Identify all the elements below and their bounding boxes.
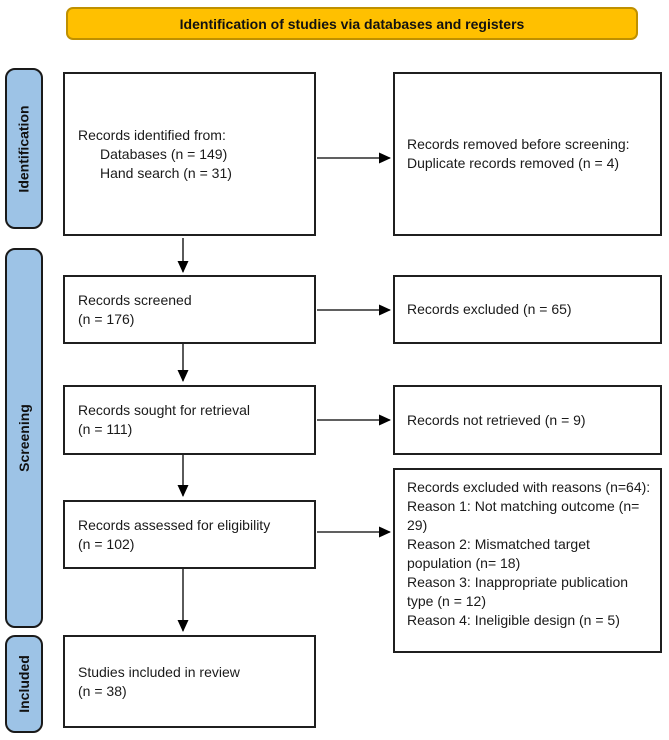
box-line: Hand search (n = 31) bbox=[100, 164, 232, 181]
box-line: Records removed before screening: bbox=[407, 136, 630, 152]
box-records-excluded-reasons: Records excluded with reasons (n=64): Re… bbox=[393, 468, 662, 653]
box-studies-included: Studies included in review (n = 38) bbox=[63, 635, 316, 728]
box-line: Reason 2: Mismatched target population (… bbox=[407, 536, 590, 571]
box-line: Records sought for retrieval bbox=[78, 402, 250, 418]
stage-label-screening: Screening bbox=[5, 248, 43, 628]
box-line: (n = 102) bbox=[78, 535, 135, 552]
box-line: (n = 176) bbox=[78, 310, 135, 327]
box-line: Records excluded with reasons (n=64): bbox=[407, 479, 651, 495]
stage-label-included: Included bbox=[5, 635, 43, 733]
box-records-assessed: Records assessed for eligibility (n = 10… bbox=[63, 500, 316, 569]
box-line: Reason 4: Ineligible design (n = 5) bbox=[407, 612, 620, 628]
box-line: Records excluded (n = 65) bbox=[407, 301, 572, 317]
box-records-not-retrieved: Records not retrieved (n = 9) bbox=[393, 385, 662, 455]
stage-label-text: Included bbox=[16, 655, 32, 713]
box-line: (n = 111) bbox=[78, 421, 133, 437]
box-records-excluded: Records excluded (n = 65) bbox=[393, 275, 662, 344]
box-line: Records identified from: bbox=[78, 126, 226, 143]
diagram-title-banner: Identification of studies via databases … bbox=[66, 7, 638, 40]
box-line: Records assessed for eligibility bbox=[78, 516, 271, 533]
stage-label-text: Identification bbox=[16, 104, 32, 193]
diagram-title: Identification of studies via databases … bbox=[179, 15, 525, 32]
box-line: Records screened bbox=[78, 291, 192, 308]
stage-label-identification: Identification bbox=[5, 68, 43, 229]
box-line: Studies included in review bbox=[78, 663, 240, 680]
box-line: Records not retrieved (n = 9) bbox=[407, 411, 586, 428]
box-records-sought: Records sought for retrieval (n = 111) bbox=[63, 385, 316, 455]
box-line: Reason 3: Inappropriate publication type… bbox=[407, 574, 629, 609]
box-line: Databases (n = 149) bbox=[100, 145, 228, 162]
box-line: (n = 38) bbox=[78, 682, 127, 699]
box-line: Reason 1: Not matching outcome (n= 29) bbox=[407, 498, 640, 533]
box-records-screened: Records screened (n = 176) bbox=[63, 275, 316, 344]
box-records-identified: Records identified from: Databases (n = … bbox=[63, 72, 316, 236]
stage-label-text: Screening bbox=[16, 404, 33, 472]
box-line: Duplicate records removed (n = 4) bbox=[407, 155, 620, 171]
box-records-removed: Records removed before screening: Duplic… bbox=[393, 72, 662, 236]
